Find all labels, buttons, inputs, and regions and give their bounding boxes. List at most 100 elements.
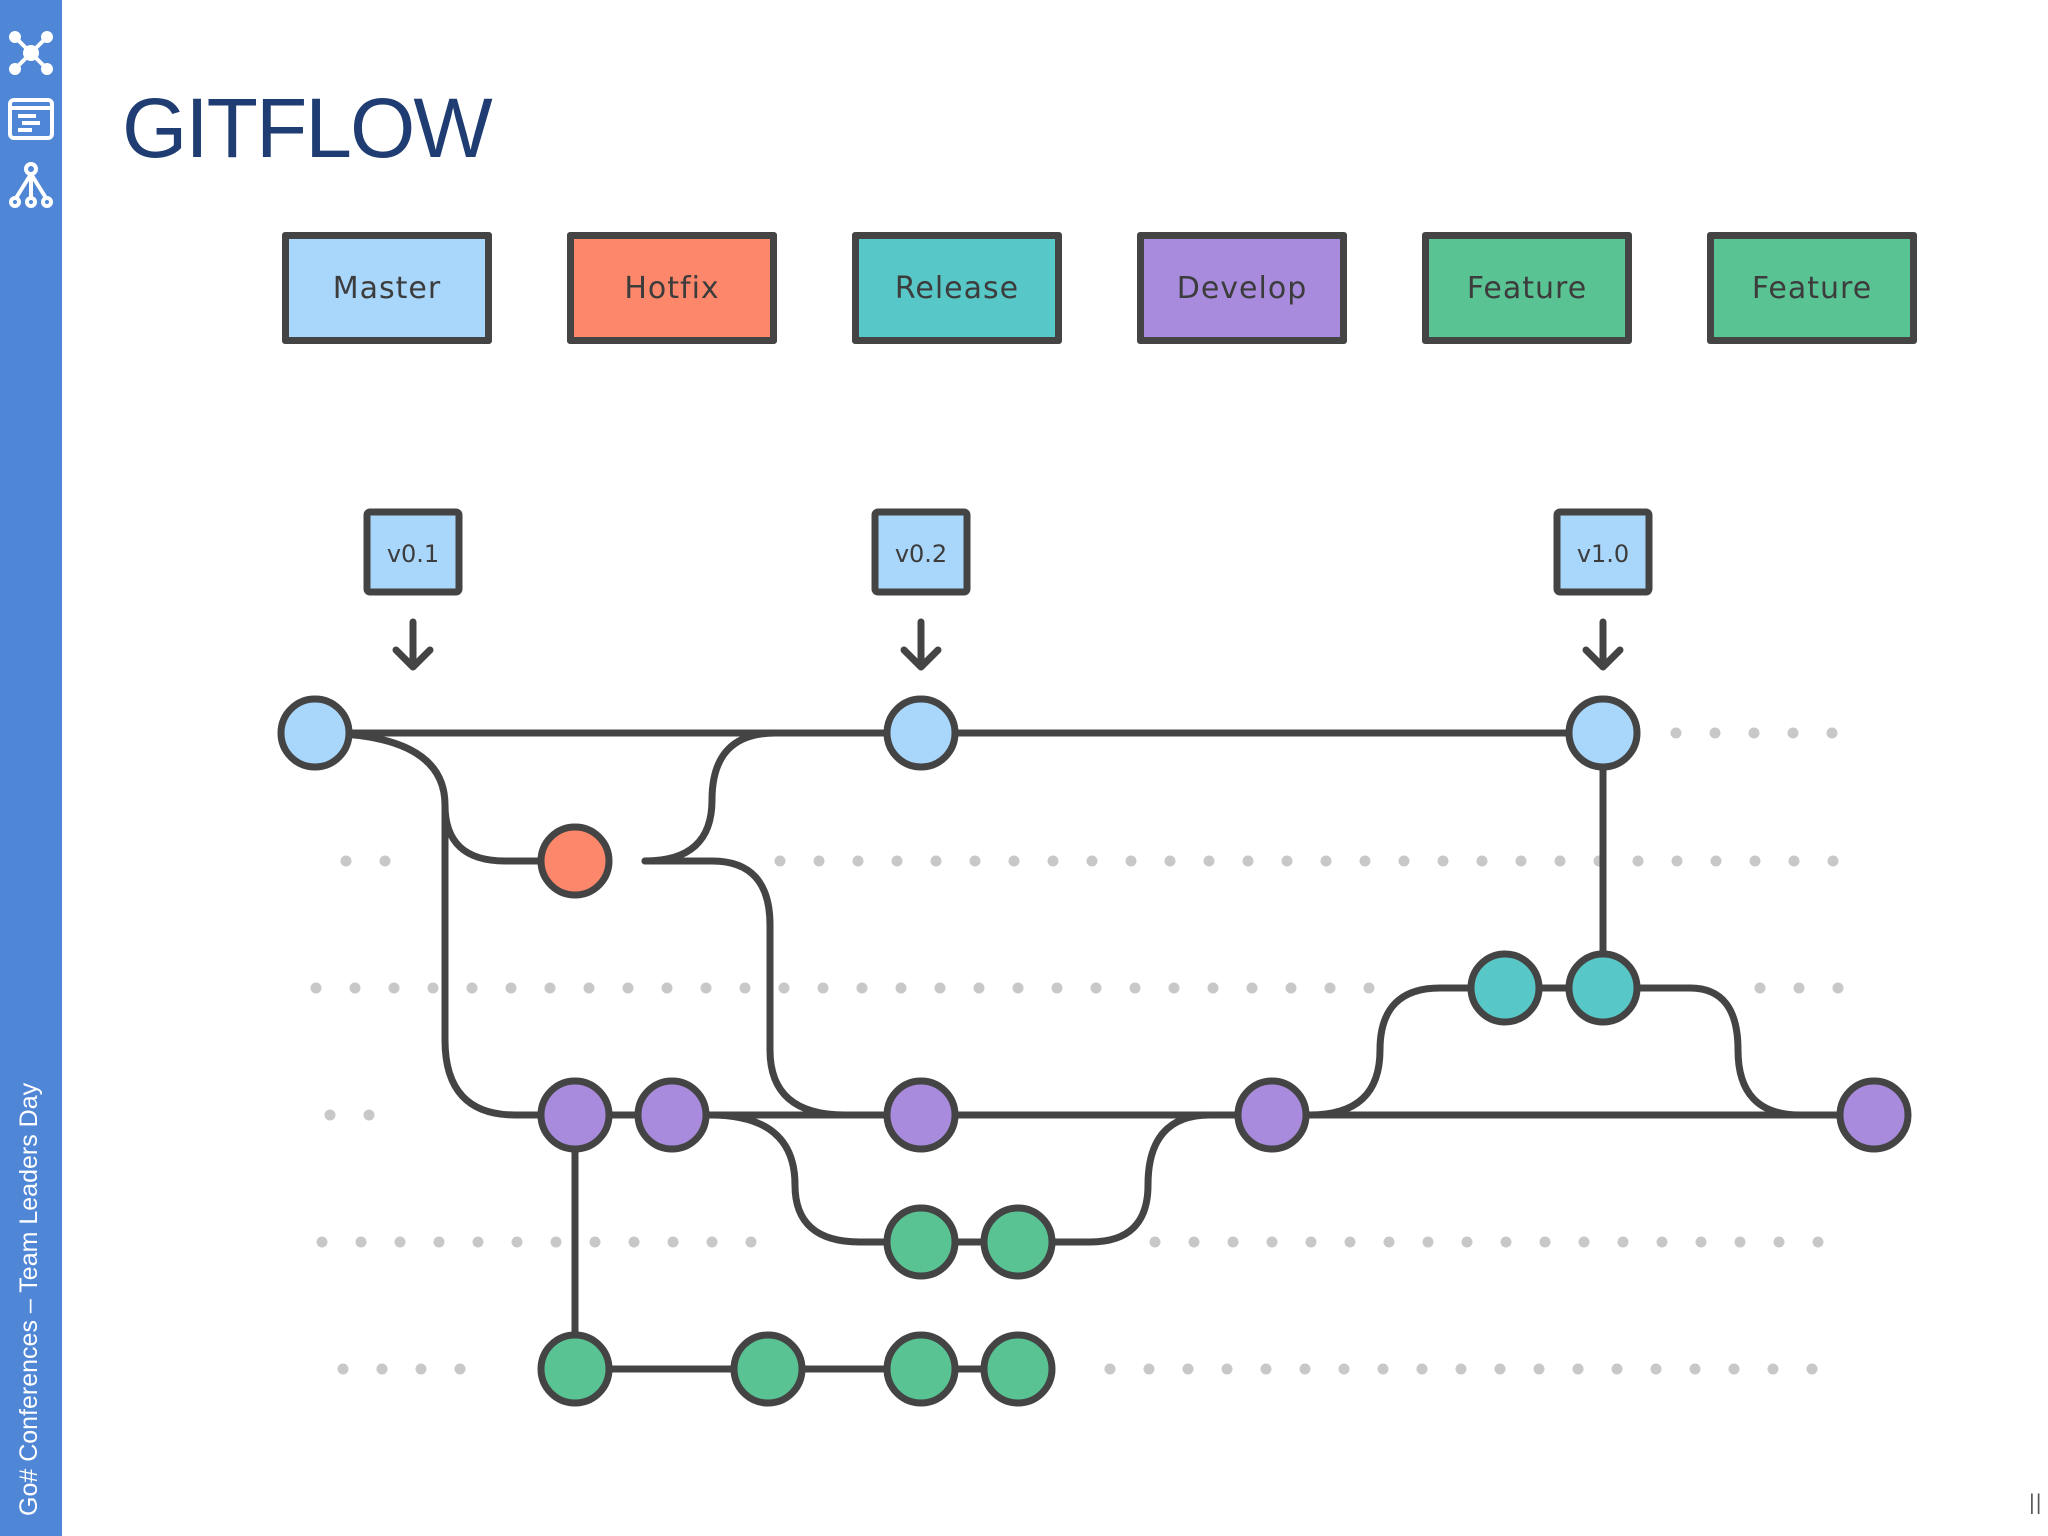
page-title: GITFLOW xyxy=(122,81,493,175)
master-commit xyxy=(1565,695,1641,771)
down-arrow-icon xyxy=(392,618,434,671)
lane-dot xyxy=(1363,982,1375,994)
version-tag-v0.2: v0.2 xyxy=(871,508,971,671)
lane-dot xyxy=(969,855,981,867)
lane-dot xyxy=(1533,1363,1545,1375)
feature-commit xyxy=(980,1331,1056,1407)
lane-dot xyxy=(1788,855,1800,867)
version-tag-label: v0.2 xyxy=(895,540,947,568)
lane-dot xyxy=(856,982,868,994)
lane-dot xyxy=(1710,855,1722,867)
lane-dot xyxy=(427,982,439,994)
lane-dot xyxy=(739,982,751,994)
legend-release-3: Release xyxy=(852,232,1062,344)
lane-dot xyxy=(895,982,907,994)
lane-dot xyxy=(1324,982,1336,994)
lane-dot xyxy=(466,982,478,994)
release-commit xyxy=(1565,950,1641,1026)
lane-dot xyxy=(1515,855,1527,867)
branch-lines xyxy=(311,729,1884,1373)
lane-dot xyxy=(1554,855,1566,867)
lane-dot xyxy=(1182,1363,1194,1375)
master-commit xyxy=(277,695,353,771)
develop-commit xyxy=(634,1077,710,1153)
sidebar: Go# Conferences – Team Leaders Day xyxy=(0,0,62,1536)
lane-dot xyxy=(1246,982,1258,994)
lane-dot xyxy=(544,982,556,994)
version-tag-label: v1.0 xyxy=(1577,540,1629,568)
feature-commit xyxy=(980,1204,1056,1280)
lane-dot xyxy=(1539,1236,1551,1248)
lane-dot xyxy=(667,1236,679,1248)
lane-dot xyxy=(1656,1236,1668,1248)
lane-dot xyxy=(1188,1236,1200,1248)
lane-dot xyxy=(1012,982,1024,994)
lane-dot xyxy=(1650,1363,1662,1375)
lane-dot xyxy=(778,982,790,994)
lane-dot xyxy=(700,982,712,994)
develop-commit xyxy=(537,1077,613,1153)
version-tags: v0.1 v0.2 v1.0 xyxy=(363,508,1653,671)
release-commit xyxy=(1467,950,1543,1026)
lane-dot xyxy=(1260,1363,1272,1375)
lane-dot xyxy=(813,855,825,867)
lane-dot xyxy=(1164,855,1176,867)
feature-commit xyxy=(537,1331,613,1407)
lane-dot xyxy=(1572,1363,1584,1375)
lane-dot xyxy=(1632,855,1644,867)
lane-dot xyxy=(1695,1236,1707,1248)
lane-dot xyxy=(340,855,352,867)
lane-dot xyxy=(817,982,829,994)
lane-dot xyxy=(472,1236,484,1248)
lane-dot xyxy=(433,1236,445,1248)
lane-dot xyxy=(1398,855,1410,867)
lane-dot xyxy=(1305,1236,1317,1248)
legend-feature-5: Feature xyxy=(1422,232,1632,344)
lane-dot xyxy=(1578,1236,1590,1248)
lane-dot xyxy=(337,1363,349,1375)
lane-dot xyxy=(1748,727,1760,739)
feature-commit xyxy=(730,1331,806,1407)
lane-dot xyxy=(891,855,903,867)
presentation-icon[interactable] xyxy=(6,94,56,144)
hierarchy-icon[interactable] xyxy=(6,160,56,210)
feature-b-branch xyxy=(706,1111,1094,1246)
lane-dot xyxy=(1344,1236,1356,1248)
lane-dot xyxy=(1320,855,1332,867)
lane-dot xyxy=(1129,982,1141,994)
lane-dot xyxy=(1143,1363,1155,1375)
lane-dot xyxy=(1689,1363,1701,1375)
lane-dot xyxy=(1461,1236,1473,1248)
lane-dot xyxy=(1437,855,1449,867)
lane-dot xyxy=(1754,982,1766,994)
lane-dot xyxy=(1806,1363,1818,1375)
lane-dot xyxy=(1285,982,1297,994)
network-icon[interactable] xyxy=(6,28,56,78)
lane-dot xyxy=(1773,1236,1785,1248)
lane-dot xyxy=(583,982,595,994)
lane-dot xyxy=(1383,1236,1395,1248)
commits xyxy=(277,695,1912,1407)
down-arrow-icon xyxy=(900,618,942,671)
legend-hotfix-2: Hotfix xyxy=(567,232,777,344)
lane-dot xyxy=(1008,855,1020,867)
version-tag-label: v0.1 xyxy=(387,540,439,568)
lane-dot xyxy=(1047,855,1059,867)
legend-master-1: Master xyxy=(282,232,492,344)
lane-dot xyxy=(1203,855,1215,867)
release-branch-out xyxy=(1306,984,1694,1119)
lane-dot xyxy=(394,1236,406,1248)
legend-develop-4: Develop xyxy=(1137,232,1347,344)
lane-dot xyxy=(1221,1363,1233,1375)
lane-dot xyxy=(1728,1363,1740,1375)
develop-branch-out xyxy=(441,801,519,1119)
feature-commit xyxy=(883,1331,959,1407)
lane-dot xyxy=(505,982,517,994)
lane-dot xyxy=(1494,1363,1506,1375)
lane-dot xyxy=(1611,1363,1623,1375)
lane-dot xyxy=(1455,1363,1467,1375)
lane-dot xyxy=(316,1236,328,1248)
lane-dot xyxy=(1476,855,1488,867)
develop-commit xyxy=(1836,1077,1912,1153)
lane-dot xyxy=(1827,855,1839,867)
